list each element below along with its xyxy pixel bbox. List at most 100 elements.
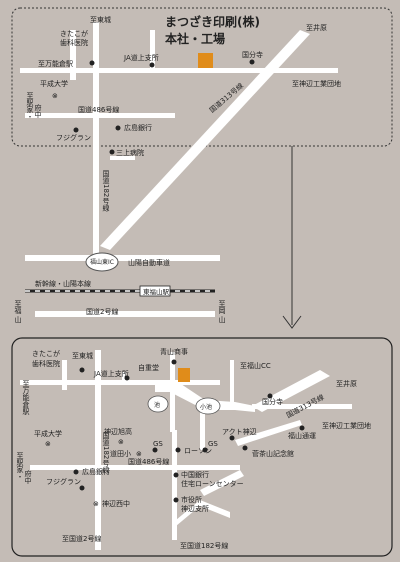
clinic-line1-upper: きたこが <box>60 29 88 38</box>
route486-upper: 国道486号線 <box>78 105 119 114</box>
heisei-univ-symbol-upper: ⊗ <box>52 92 58 100</box>
pond-ike <box>147 395 169 413</box>
aoyama-label: 青山商事 <box>160 347 188 356</box>
sanyo-expressway-label: 山陽自動車道 <box>128 258 170 267</box>
aoyama-dot <box>171 359 177 365</box>
road-hospital-upper <box>110 156 135 160</box>
to-jinnabe-lower: 至神辺工業団地 <box>322 421 371 430</box>
clinic-line2-upper: 歯科医院 <box>60 38 88 47</box>
to-ekiya-line2-lower: 府中 <box>24 469 32 485</box>
road-route182-lower <box>95 350 101 550</box>
upper-map-roads <box>20 22 338 317</box>
to-mannou-lower: 至万能倉駅 <box>22 380 30 416</box>
route2-upper: 国道2号線 <box>86 307 118 316</box>
chugoku-bank-dot <box>173 472 179 478</box>
city-office-line1: 市役所 <box>181 495 202 504</box>
fukuyama-tsuuun-label: 福山通運 <box>288 431 316 440</box>
heisei-univ-upper: 平成大学 <box>40 79 68 88</box>
company-title-line1: まつざき印刷(株) <box>165 14 260 29</box>
hiroshima-bank-dot-lower <box>73 469 79 475</box>
route182-vertical-lower: 国道182号線 <box>102 432 110 474</box>
fujiguran-lower: フジグラン <box>46 477 81 486</box>
pond-koike <box>195 397 221 415</box>
clinic-dot-upper <box>89 60 95 66</box>
road-route2-upper <box>35 311 215 317</box>
to-fukuyama-line1: 至福 <box>14 300 22 315</box>
pond-ike-label: 池 <box>154 401 160 409</box>
company-marker-upper <box>198 53 213 68</box>
road-ja-upper <box>150 30 155 72</box>
road-upper-east-west <box>20 68 338 73</box>
connector-arrow <box>282 315 302 329</box>
lower-map-roads <box>20 350 352 550</box>
kansazan-label: 菅茶山記念館 <box>252 449 294 458</box>
fukuyama-higashi-ic-shape <box>85 252 119 272</box>
road-south-lower <box>176 500 230 526</box>
jinnabe-nishi-jhs-label: 神辺西中 <box>102 499 130 508</box>
to-ibara-upper: 至井原 <box>306 23 327 32</box>
road-cc-lower <box>230 360 234 405</box>
to-higashijo-upper: 至東城 <box>90 15 111 24</box>
road-city-office-lower <box>172 430 177 540</box>
shinkansen-label: 新幹線・山陽本線 <box>35 279 91 288</box>
michiue-es-symbol: ⊗ <box>136 450 142 458</box>
fukuyama-tsuuun-dot <box>299 425 305 431</box>
company-marker-lower <box>178 368 190 382</box>
company-title-line2: 本社・工場 <box>165 31 225 46</box>
jinnabe-asahi-hs-symbol: ⊗ <box>118 438 124 446</box>
to-okayama-line2: 山 <box>218 315 226 324</box>
act-jinnabe-dot <box>229 435 235 441</box>
road-route486-upper <box>25 113 175 118</box>
gs2-label: GS <box>208 440 218 448</box>
to-jinnabe-upper: 至神辺工業団地 <box>292 79 341 88</box>
route486-lower: 国道486号線 <box>128 457 169 466</box>
kokubunji-label-lower: 国分寺 <box>262 397 283 406</box>
lawson-label: ローソン <box>184 447 212 455</box>
fujiguran-upper: フジグラン <box>56 133 91 142</box>
hiroshima-bank-lower: 広島銀行 <box>82 467 110 476</box>
pond-koike-label: 小池 <box>200 403 212 411</box>
road-route182-upper <box>93 22 99 262</box>
road-ja-lower <box>122 372 126 384</box>
route182-upper: 国道182号線 <box>102 170 110 212</box>
road-to-route182-lower <box>200 470 244 496</box>
sanjo-hospital-label: 三上病院 <box>116 148 144 157</box>
road-main-east-west-lower <box>20 380 220 385</box>
clinic-line1-lower: きたこが <box>32 349 60 358</box>
gs1-label: GS <box>153 440 163 448</box>
fukuyama-higashi-ic-label: 福山東IC <box>90 258 114 266</box>
jimando-label: 自重堂 <box>138 363 159 372</box>
to-ekiya-line2-upper: 府中 <box>34 103 42 119</box>
to-okayama-line1: 至岡 <box>218 300 226 315</box>
kokubunji-label-upper: 国分寺 <box>242 50 263 59</box>
road-clinic-lower <box>62 360 67 390</box>
road-koike-vert-lower <box>200 410 205 450</box>
road-route313-lower-east <box>252 370 330 412</box>
hiroshima-bank-upper: 広島銀行 <box>124 123 152 132</box>
gs2-dot <box>202 447 208 453</box>
to-route182-lower: 至国道182号線 <box>180 541 228 550</box>
city-office-line2: 神辺支所 <box>181 504 209 513</box>
ja-label-lower: JA道上支所 <box>93 369 129 378</box>
to-mannou-upper: 至万能倉駅 <box>38 59 73 68</box>
jinnabe-asahi-hs-label: 神辺旭高 <box>104 427 132 436</box>
to-ekiya-line1-lower: 至駅家・ <box>16 452 24 480</box>
gs1-dot <box>152 447 158 453</box>
jinnabe-nishi-jhs-symbol: ⊗ <box>93 500 99 508</box>
road-clinic-upper <box>70 30 76 80</box>
heisei-univ-symbol-lower: ⊗ <box>45 440 51 448</box>
chugoku-bank-line2: 住宅ローンセンター <box>181 479 244 488</box>
clinic-dot-lower <box>79 367 85 373</box>
road-kansazan-lower <box>235 420 302 446</box>
to-route2-lower: 至国道2号線 <box>62 534 101 543</box>
chugoku-bank-line1: 中国銀行 <box>181 470 209 479</box>
heisei-univ-lower: 平成大学 <box>34 429 62 438</box>
fujiguran-dot-upper <box>73 127 79 133</box>
city-office-dot <box>173 497 179 503</box>
higashi-fukuyama-station-box <box>139 285 171 297</box>
kokubunji-dot-upper <box>249 59 255 65</box>
clinic-line2-lower: 歯科医院 <box>32 359 60 368</box>
michiue-es-label: 道田小 <box>110 449 131 458</box>
kansazan-dot <box>242 445 248 451</box>
